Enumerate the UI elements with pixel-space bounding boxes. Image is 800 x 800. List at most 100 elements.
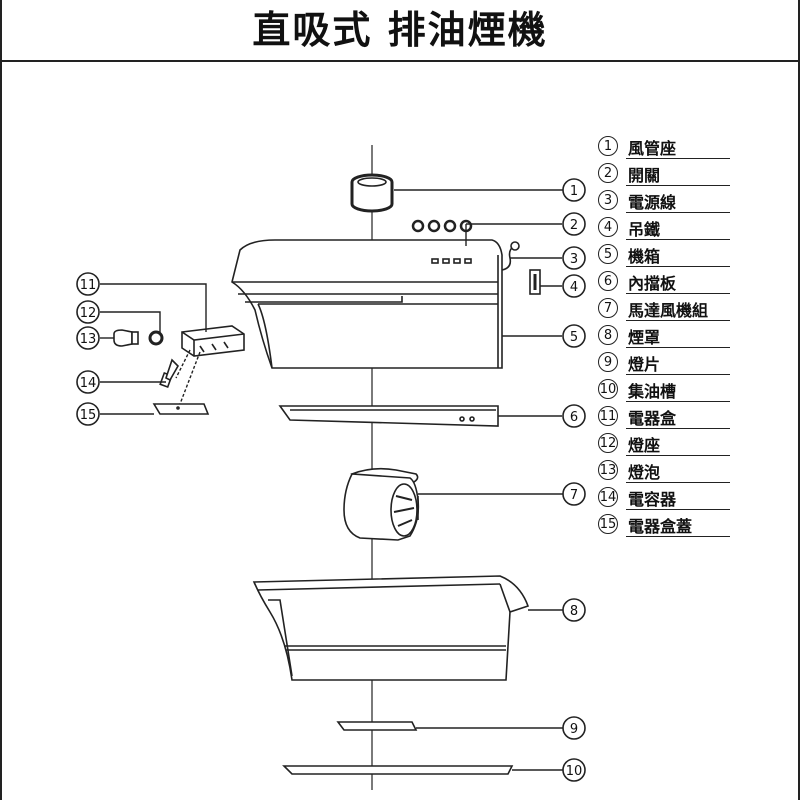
part-body-housing [231,239,503,369]
legend-label: 開關 [628,166,661,185]
legend-number: 3 [598,190,618,210]
callout-5: 5 [562,324,586,348]
svg-text:12: 12 [80,306,97,321]
svg-text:11: 11 [80,278,97,293]
legend-underline [626,455,730,456]
legend-number: 12 [598,433,618,453]
legend-underline [626,509,730,510]
legend-underline [626,401,730,402]
legend-number: 4 [598,217,618,237]
part-electrical-box [181,325,245,357]
legend-underline [626,374,730,375]
svg-text:7: 7 [570,488,578,503]
legend-item: 15 電器盒蓋 [598,512,730,539]
svg-text:2: 2 [570,218,578,233]
legend-label: 電器盒 [628,409,677,428]
legend-item: 7 馬達風機組 [598,296,730,323]
title-bar: 直吸式 排油煙機 [0,0,800,62]
callout-10: 10 [562,758,586,782]
legend-item: 11 電器盒 [598,404,730,431]
legend-underline [626,212,730,213]
legend-underline [626,536,730,537]
legend-item: 5 機箱 [598,242,730,269]
svg-text:14: 14 [80,376,97,391]
part-hanging-bracket [529,269,541,295]
legend-item: 13 燈泡 [598,458,730,485]
legend-label: 風管座 [628,139,677,158]
legend-label: 電源線 [628,193,677,212]
part-inner-baffle [278,405,499,427]
legend-item: 3 電源線 [598,188,730,215]
legend-number: 15 [598,514,618,534]
legend-label: 電器盒蓋 [628,517,693,536]
svg-text:5: 5 [570,330,578,345]
callout-12: 12 [76,300,100,324]
legend-number: 11 [598,406,618,426]
legend-number: 6 [598,271,618,291]
part-lamp-cover [336,721,418,731]
legend-underline [626,266,730,267]
part-capacitor [159,358,179,389]
legend-number: 9 [598,352,618,372]
legend-number: 7 [598,298,618,318]
callout-15: 15 [76,402,100,426]
legend-label: 電容器 [628,490,677,509]
legend-label: 機箱 [628,247,661,266]
callout-4: 4 [562,274,586,298]
part-lamp-socket [148,330,164,346]
legend-number: 1 [598,136,618,156]
legend-item: 10 集油槽 [598,377,730,404]
part-duct-collar [350,173,394,213]
legend-number: 5 [598,244,618,264]
legend-label: 集油槽 [628,382,677,401]
part-hood-cover [252,575,530,681]
legend-underline [626,320,730,321]
svg-text:1: 1 [570,184,578,199]
callout-7: 7 [562,482,586,506]
legend-number: 14 [598,487,618,507]
legend-number: 2 [598,163,618,183]
legend-item: 2 開關 [598,161,730,188]
part-power-cord [501,241,520,271]
legend-number: 10 [598,379,618,399]
svg-text:3: 3 [570,252,578,267]
callout-3: 3 [562,246,586,270]
callout-9: 9 [562,716,586,740]
legend-underline [626,347,730,348]
part-bulb [113,329,139,347]
svg-text:10: 10 [566,764,583,779]
legend-underline [626,158,730,159]
callout-1: 1 [562,178,586,202]
svg-text:6: 6 [570,410,578,425]
callouts: 1 2 3 4 5 6 7 8 9 10 11 12 13 14 15 [76,178,586,782]
legend-underline [626,239,730,240]
legend-label: 燈泡 [628,463,661,482]
part-motor-fan [343,467,420,541]
callout-2: 2 [562,212,586,236]
callout-6: 6 [562,404,586,428]
legend-label: 燈片 [628,355,661,374]
legend-number: 13 [598,460,618,480]
svg-text:4: 4 [570,280,578,295]
legend-label: 馬達風機組 [628,301,709,320]
svg-text:9: 9 [570,722,578,737]
legend-underline [626,185,730,186]
callout-14: 14 [76,370,100,394]
callout-8: 8 [562,598,586,622]
callout-13: 13 [76,326,100,350]
legend-item: 14 電容器 [598,485,730,512]
part-oil-tray [282,765,514,775]
legend-underline [626,293,730,294]
legend-item: 9 燈片 [598,350,730,377]
svg-text:13: 13 [80,332,97,347]
legend-underline [626,482,730,483]
leader-lines [100,189,563,771]
part-switches [411,219,473,233]
legend-label: 吊鐵 [628,220,661,239]
